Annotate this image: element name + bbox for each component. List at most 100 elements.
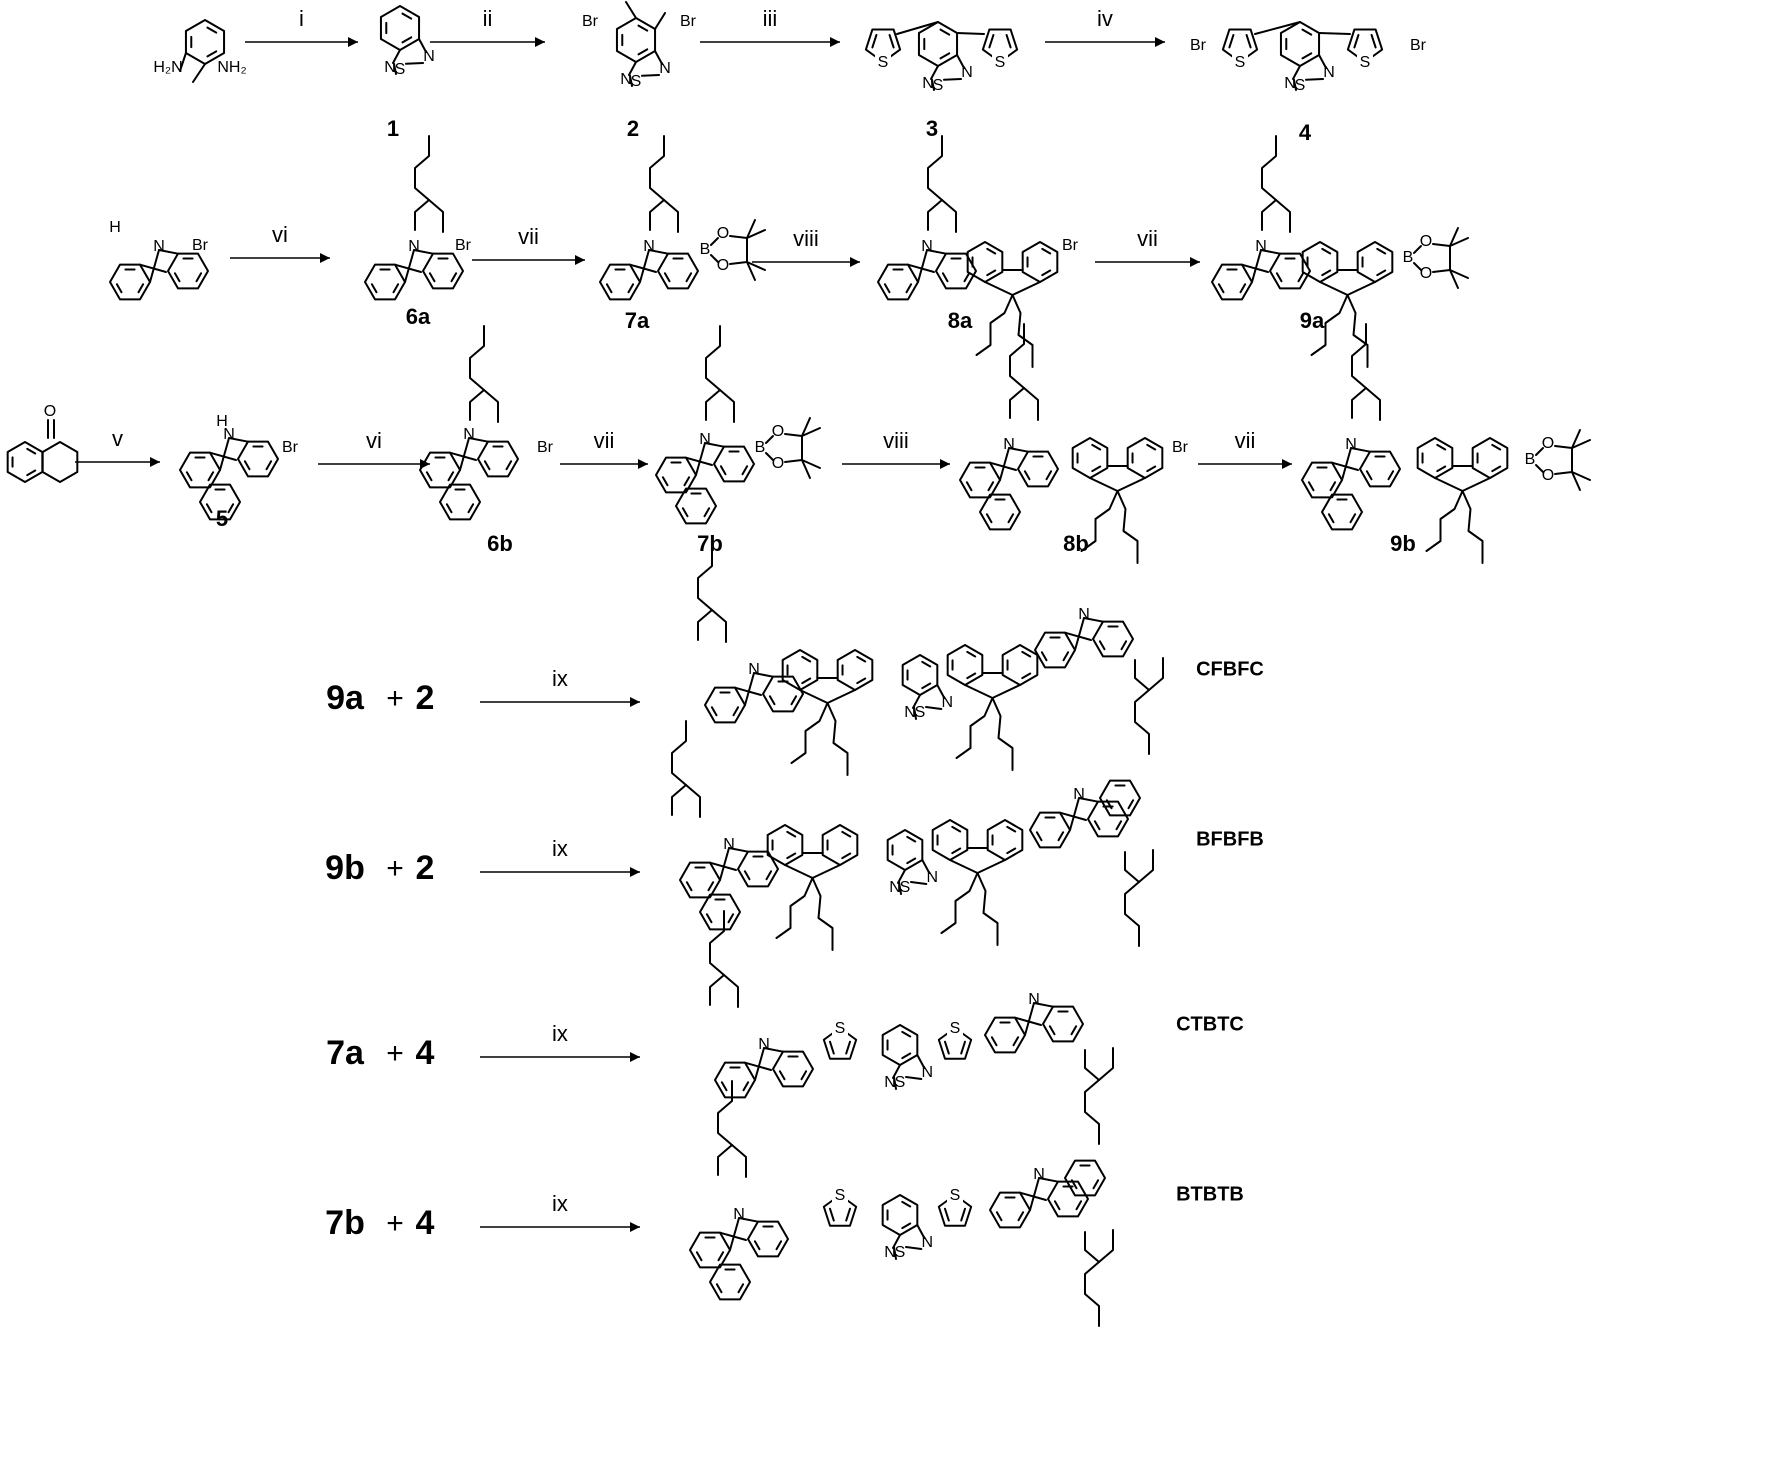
plus-sign: + — [386, 1037, 404, 1070]
fluorene-left-ring — [966, 241, 1004, 283]
fluorene-c9-bond — [976, 859, 1006, 874]
reagent-label: i — [299, 6, 304, 31]
reagent-label: vii — [518, 224, 539, 249]
ctbtc-benzothiadiazole: NNS — [884, 1064, 933, 1091]
carbazole-n-bond — [1038, 1177, 1059, 1183]
equation-left-compound-7a: 7a — [326, 1034, 365, 1072]
reagent-label: v — [112, 426, 123, 451]
carbazole-right-ring — [657, 252, 699, 290]
amine-bond — [178, 52, 187, 72]
reagent-label: iv — [1097, 6, 1113, 31]
hexyl-branch — [1124, 881, 1140, 947]
thiadiazole-bond — [1318, 54, 1328, 69]
thiadiazole-bond — [916, 1054, 926, 1069]
fluorene-c9-bond — [799, 689, 829, 704]
ethyl-branch — [731, 1144, 747, 1178]
methyl-bond — [1571, 439, 1591, 449]
carbazole-n-bond — [149, 249, 160, 283]
sulfur-atom-label: S — [1235, 54, 1246, 71]
bromine-atom-label: Br — [1410, 37, 1427, 54]
thiadiazole-bond — [641, 74, 661, 77]
carbazole-n-bond — [1260, 249, 1281, 255]
fluorene-c9-bond — [949, 859, 979, 874]
thiadiazole-bond — [892, 1234, 901, 1249]
butyl-chain — [1461, 490, 1484, 564]
methyl-bond — [746, 261, 766, 271]
fluorene-c9-bond — [1319, 281, 1349, 296]
ethyl-branch — [685, 784, 701, 818]
sulfur-atom-label: S — [950, 1020, 961, 1037]
carbazole-right-ring — [747, 1220, 789, 1258]
benzo-ring — [1279, 21, 1321, 67]
carbazole-n-bond — [1029, 1177, 1040, 1211]
methyl-bond — [801, 459, 821, 469]
thiadiazole-bond — [893, 1246, 897, 1260]
carbazole-left-ring — [1029, 811, 1071, 849]
benzo-ring — [901, 654, 939, 696]
nitrogen-atom-label: N — [659, 60, 671, 77]
compound-label-6b: 6b — [487, 531, 513, 556]
reagent-label: ix — [552, 666, 568, 691]
ethyl-branch — [1365, 387, 1381, 421]
compound-label-8b: 8b — [1063, 531, 1089, 556]
sulfur-atom-label: S — [1360, 54, 1371, 71]
bromine-atom-label: Br — [1190, 37, 1207, 54]
carbazole-left-ring — [714, 1061, 756, 1099]
oxygen-atom-label: O — [717, 225, 729, 242]
methyl-bond — [801, 427, 821, 437]
carbazole-right-ring — [772, 1050, 814, 1088]
carbazole-right-ring — [167, 252, 209, 290]
thiadiazole-bond — [418, 38, 428, 53]
bromine-bond — [654, 12, 667, 30]
oxygen-carbon-bond — [729, 261, 748, 265]
fluorene-c9-bond — [784, 864, 814, 879]
thiadiazole-bond — [925, 706, 943, 710]
ethyl-branch — [1148, 657, 1164, 691]
methyl-bond — [1571, 471, 1581, 491]
nitrogen-atom-label: N — [884, 1244, 896, 1261]
hexyl-branch — [1084, 1261, 1100, 1327]
carbazole-n-bond — [1069, 797, 1080, 831]
btbtb-benzothiadiazole: NNS — [884, 1234, 933, 1261]
hexyl-branch — [649, 135, 665, 201]
fluorene-c9-bond — [1011, 281, 1041, 296]
carbazole-left-ring — [364, 263, 406, 301]
hexyl-branch — [469, 325, 485, 391]
carbazole-left-ring — [1034, 631, 1076, 669]
methyl-bond — [746, 219, 756, 239]
benzo-ring — [379, 5, 421, 51]
ethylhexyl-chain — [469, 389, 485, 421]
butyl-chain — [991, 697, 1014, 771]
hexyl-branch — [414, 135, 430, 201]
fluorene-right-ring — [1021, 241, 1059, 283]
sulfur-atom-label: S — [915, 704, 926, 721]
ethylhexyl-chain — [1084, 1049, 1100, 1081]
reagent-label: ix — [552, 1021, 568, 1046]
boron-oxygen-bond — [1413, 262, 1422, 271]
product-label-CTBTC: CTBTC — [1176, 1013, 1244, 1035]
fluorene-left-ring — [946, 644, 984, 686]
nitrogen-atom-label: N — [884, 1074, 896, 1091]
fluorene-left-ring — [781, 649, 819, 691]
butyl-chain — [1116, 490, 1139, 564]
carbazole-left-ring — [109, 263, 151, 301]
sulfur-atom-label: S — [950, 1187, 961, 1204]
thiadiazole-bond — [629, 74, 633, 87]
thiophene-double-bond — [1228, 33, 1235, 49]
reagent-label: vii — [1235, 428, 1256, 453]
ethylhexyl-chain — [414, 199, 430, 231]
fluorene-right-ring — [1471, 437, 1509, 479]
fluorene-left-ring — [1301, 241, 1339, 283]
methyl-bond — [1571, 429, 1581, 449]
carbazole-n-bond — [1033, 1002, 1054, 1008]
carbazole-right-ring — [422, 252, 464, 290]
carbazole-n-bond — [413, 249, 434, 255]
methyl-bond — [1449, 269, 1469, 279]
thiadiazole-bond — [1292, 65, 1301, 80]
carbazole-right-ring — [1087, 800, 1129, 838]
carbazole-n-bond — [719, 847, 730, 881]
oxygen-atom-label: O — [772, 423, 784, 440]
nitrogen-atom-label: N — [384, 59, 396, 76]
